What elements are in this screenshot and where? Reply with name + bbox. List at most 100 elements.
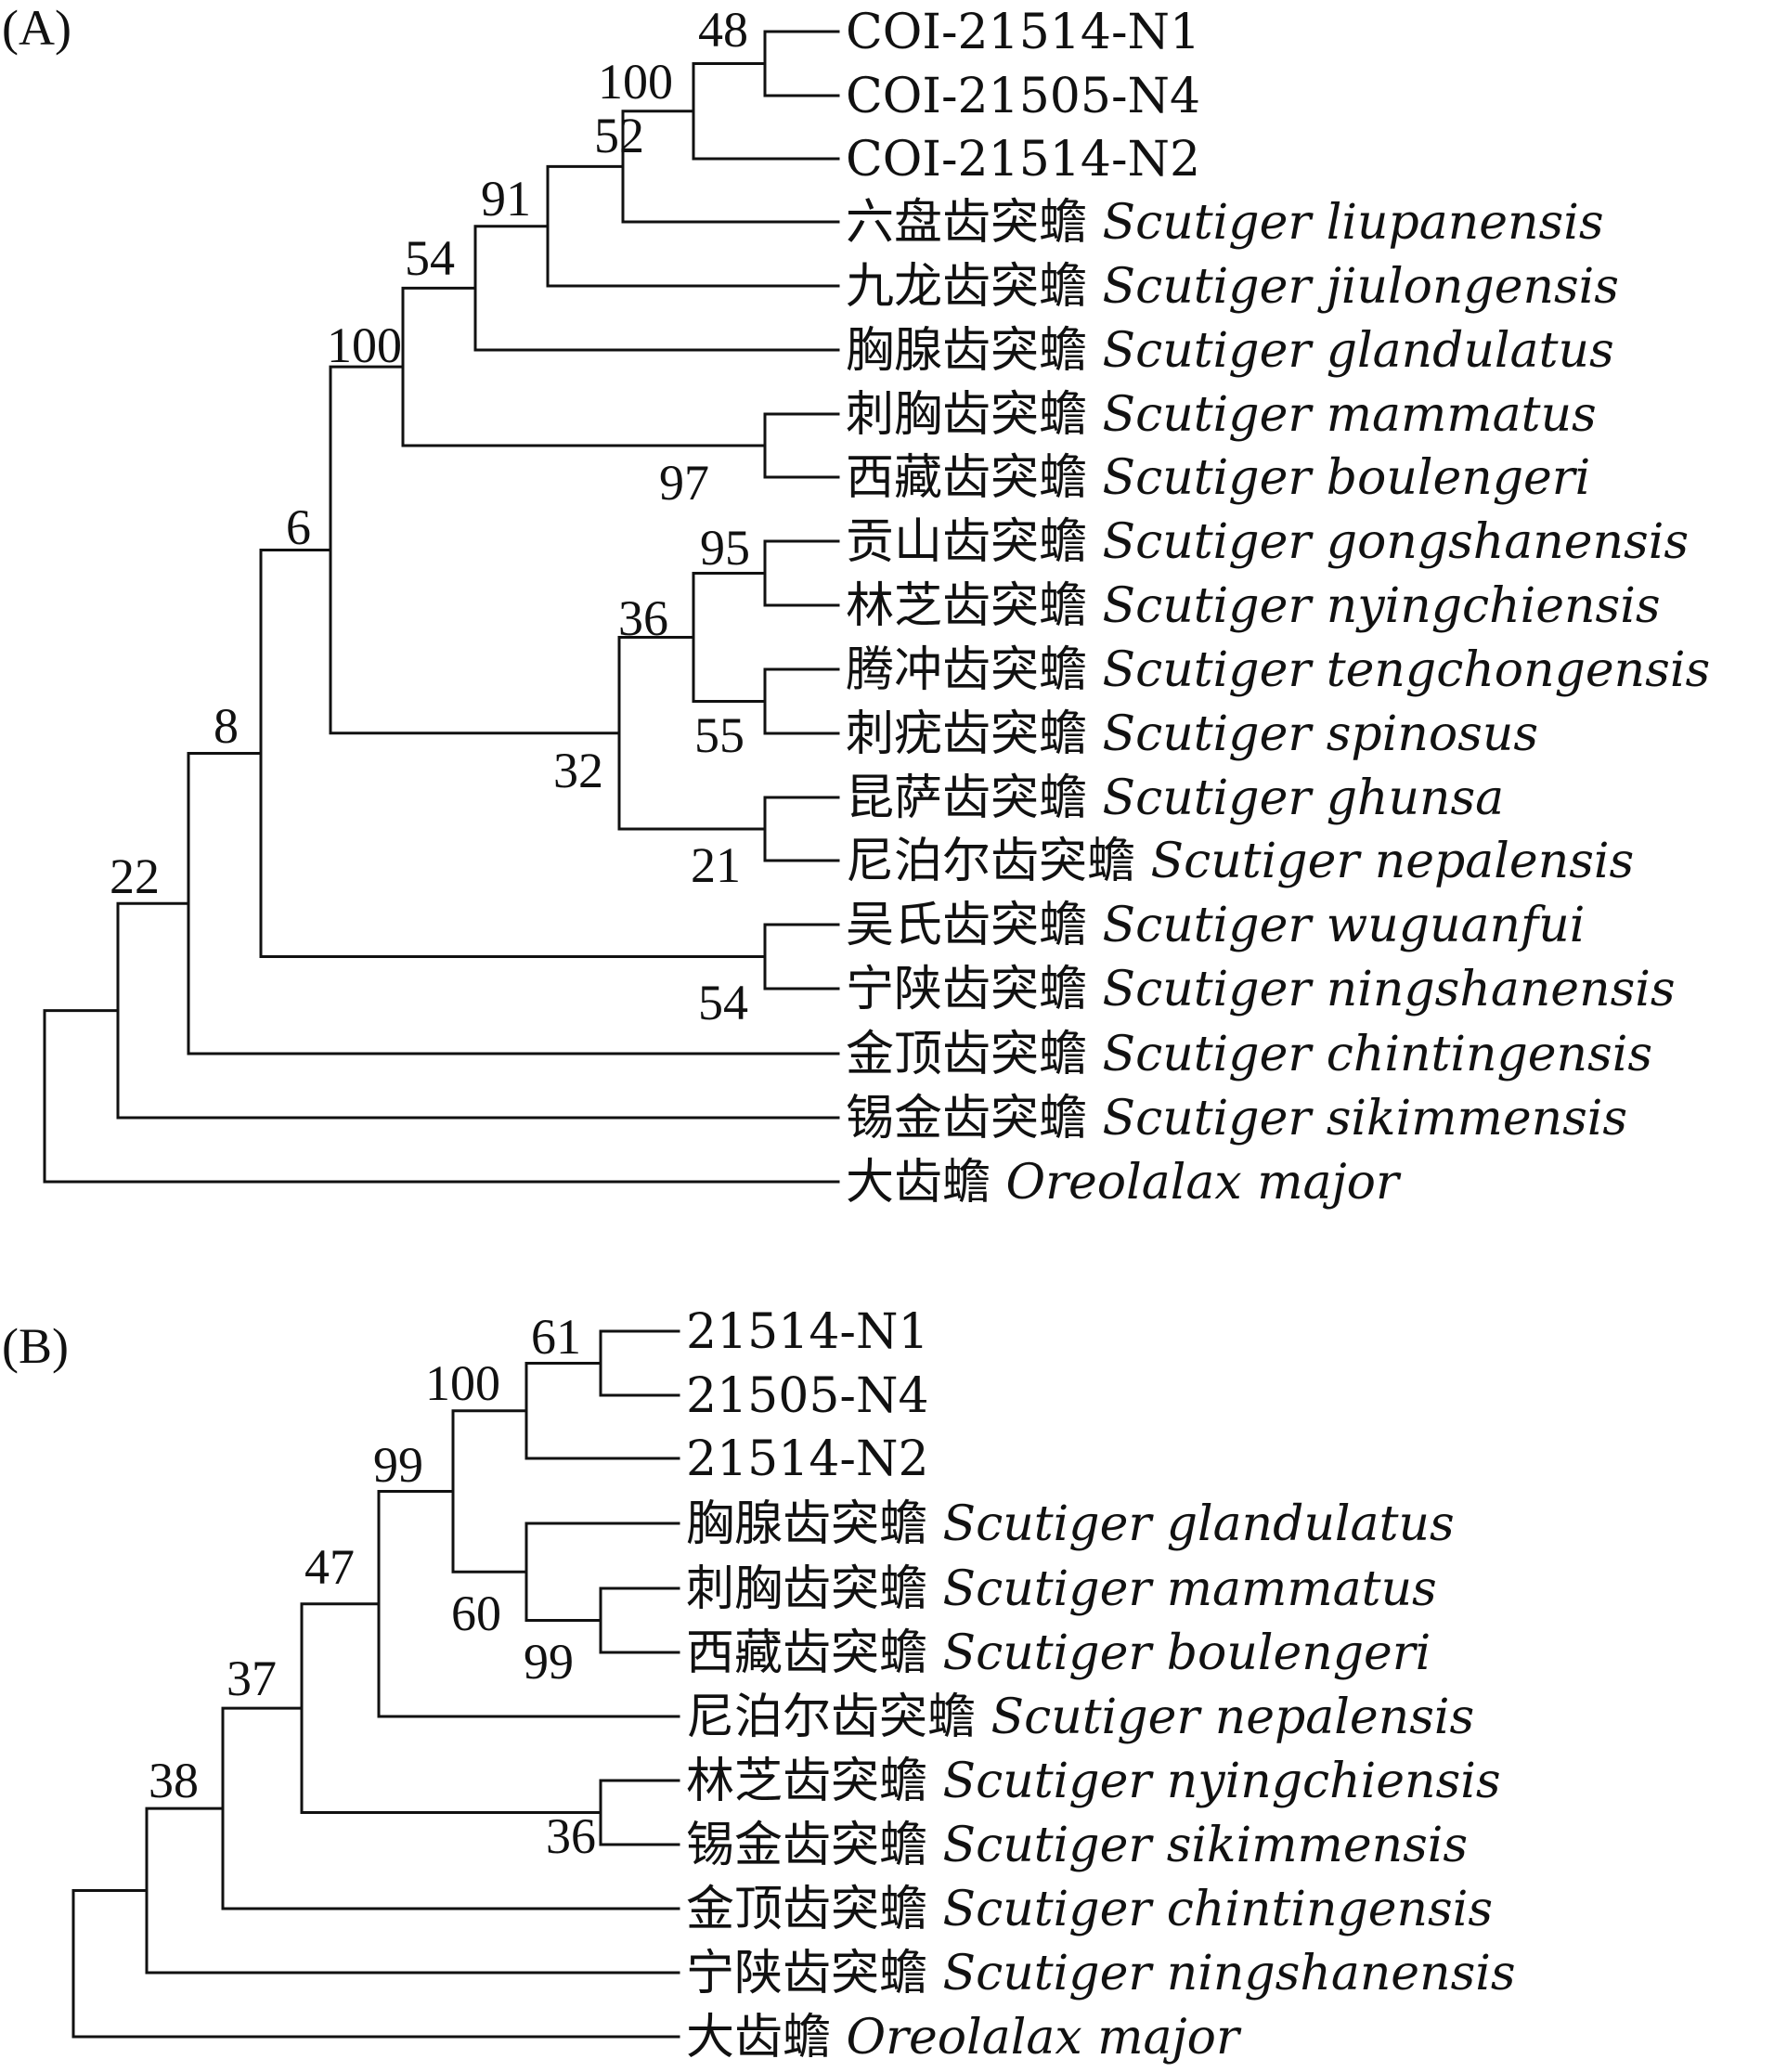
taxon-label: 大齿蟾 Oreolalax major [846,1155,1402,1211]
taxon-scientific-name: Scutiger nyingchiensis [943,1754,1501,1809]
taxon-scientific-name: Scutiger jiulongensis [1103,259,1619,315]
taxon-scientific-name: Scutiger glandulatus [1103,323,1614,379]
taxon-label: 胸腺齿突蟾 Scutiger glandulatus [846,323,1614,379]
tree-branch [763,667,840,735]
bootstrap-support-value: 100 [425,1355,500,1411]
taxon-chinese-name: 金顶齿突蟾 [846,1027,1103,1082]
taxon-chinese-name: 尼泊尔齿突蟾 [846,834,1151,889]
bootstrap-support-value: 54 [698,975,748,1030]
bootstrap-support-value: 21 [691,837,741,893]
bootstrap-support-value: 36 [546,1808,596,1864]
bootstrap-support-value: 8 [214,698,239,754]
taxon-scientific-name: Scutiger nepalensis [991,1690,1475,1745]
bootstrap-support-value: 22 [110,848,160,904]
taxon-label: 宁陕齿突蟾 Scutiger ningshanensis [846,962,1676,1017]
sample-id: 21514-N2 [686,1431,929,1487]
taxon-scientific-name: Scutiger sikimmensis [943,1818,1469,1873]
tree-panel-b: (B)611009960994736373821514-N121505-N421… [2,1304,1516,2066]
taxon-label: 锡金齿突蟾 Scutiger sikimmensis [846,1091,1627,1146]
bootstrap-support-value: 100 [598,54,673,110]
taxon-scientific-name: Scutiger boulengeri [1103,450,1591,506]
tree-branch [763,412,840,479]
taxon-chinese-name: 吴氏齿突蟾 [846,898,1103,953]
taxon-chinese-name: 昆萨齿突蟾 [846,771,1103,826]
taxon-chinese-name: 腾冲齿突蟾 [846,642,1103,698]
taxon-chinese-name: 尼泊尔齿突蟾 [686,1690,991,1745]
taxon-chinese-name: 锡金齿突蟾 [686,1818,943,1873]
taxon-label: 锡金齿突蟾 Scutiger sikimmensis [686,1818,1468,1873]
tree-branch [43,1009,840,1184]
tree-branch [145,1807,680,1975]
taxon-chinese-name: 金顶齿突蟾 [686,1882,943,1937]
taxon-scientific-name: Scutiger ghunsa [1103,771,1505,826]
taxon-chinese-name: 西藏齿突蟾 [686,1625,943,1681]
tree-branch [473,225,840,352]
taxon-label: 腾冲齿突蟾 Scutiger tengchongensis [846,642,1710,698]
taxon-chinese-name: 林芝齿突蟾 [846,578,1103,634]
tree-branch [71,1889,680,2039]
sample-id: COI-21505-N4 [846,69,1200,124]
taxon-scientific-name: Scutiger nyingchiensis [1103,578,1661,634]
tree-branch [763,796,840,862]
tree-branch [546,164,840,288]
taxon-chinese-name: 贡山齿突蟾 [846,514,1103,570]
tree-branch [763,923,840,991]
tree-branch [524,1362,680,1460]
tree-branch [621,110,840,224]
tree-branch [599,1779,680,1846]
tree-panel-a: (A)48100529154971009555362132654822COI-2… [2,0,1710,1211]
tree-branch [329,365,621,735]
taxon-label: 刺胸齿突蟾 Scutiger mammatus [846,387,1597,443]
bootstrap-support-value: 37 [227,1651,277,1706]
taxon-scientific-name: Scutiger mammatus [943,1561,1437,1617]
taxon-label: 胸腺齿突蟾 Scutiger glandulatus [686,1496,1455,1552]
sample-id: 21514-N1 [686,1304,929,1360]
tree-branch [524,1522,680,1622]
taxon-scientific-name: Scutiger wuguanfui [1103,898,1586,953]
bootstrap-support-value: 6 [286,499,311,555]
taxon-chinese-name: 宁陕齿突蟾 [846,962,1103,1017]
taxon-label: 尼泊尔齿突蟾 Scutiger nepalensis [846,834,1634,889]
tree-branch [401,286,767,447]
sample-id: COI-21514-N1 [846,5,1200,60]
taxon-label: 金顶齿突蟾 Scutiger chintingensis [686,1882,1493,1937]
tree-branch [599,1329,680,1397]
taxon-chinese-name: 九龙齿突蟾 [846,259,1103,315]
panel-label: (B) [2,1318,69,1374]
taxon-label: 贡山齿突蟾 Scutiger gongshanensis [846,514,1689,570]
taxon-chinese-name: 西藏齿突蟾 [846,450,1103,506]
taxon-chinese-name: 林芝齿突蟾 [686,1754,943,1809]
taxon-scientific-name: Scutiger nepalensis [1151,834,1635,889]
taxon-scientific-name: Scutiger boulengeri [943,1625,1431,1681]
taxon-scientific-name: Scutiger ningshanensis [943,1946,1516,2001]
taxon-scientific-name: Oreolalax major [1006,1155,1402,1211]
tree-branch [221,1706,680,1910]
taxon-chinese-name: 大齿蟾 [686,2010,847,2066]
taxon-chinese-name: 胸腺齿突蟾 [846,323,1103,379]
taxon-label: 西藏齿突蟾 Scutiger boulengeri [846,450,1590,506]
taxon-scientific-name: Scutiger chintingensis [943,1882,1494,1937]
taxon-chinese-name: 大齿蟾 [846,1155,1006,1211]
taxon-label: COI-21514-N1 [846,5,1200,60]
taxon-chinese-name: 刺胸齿突蟾 [686,1561,943,1617]
taxon-chinese-name: 锡金齿突蟾 [846,1091,1103,1146]
bootstrap-support-value: 54 [405,230,455,286]
tree-branch [763,539,840,607]
bootstrap-support-value: 38 [149,1753,199,1808]
taxon-scientific-name: Scutiger gongshanensis [1103,514,1690,570]
taxon-scientific-name: Scutiger spinosus [1103,706,1538,762]
taxon-scientific-name: Scutiger sikimmensis [1103,1091,1628,1146]
taxon-label: 六盘齿突蟾 Scutiger liupanensis [846,195,1604,251]
taxon-chinese-name: 六盘齿突蟾 [846,195,1103,251]
taxon-scientific-name: Scutiger liupanensis [1103,195,1604,251]
taxon-label: 西藏齿突蟾 Scutiger boulengeri [686,1625,1431,1681]
taxon-label: COI-21505-N4 [846,69,1200,124]
tree-branch [451,1409,528,1573]
taxon-chinese-name: 刺胸齿突蟾 [846,387,1103,443]
tree-branch [692,572,767,703]
bootstrap-support-value: 32 [553,743,603,798]
bootstrap-support-value: 55 [694,707,745,763]
taxon-label: 宁陕齿突蟾 Scutiger ningshanensis [686,1946,1516,2001]
bootstrap-support-value: 95 [700,520,750,576]
